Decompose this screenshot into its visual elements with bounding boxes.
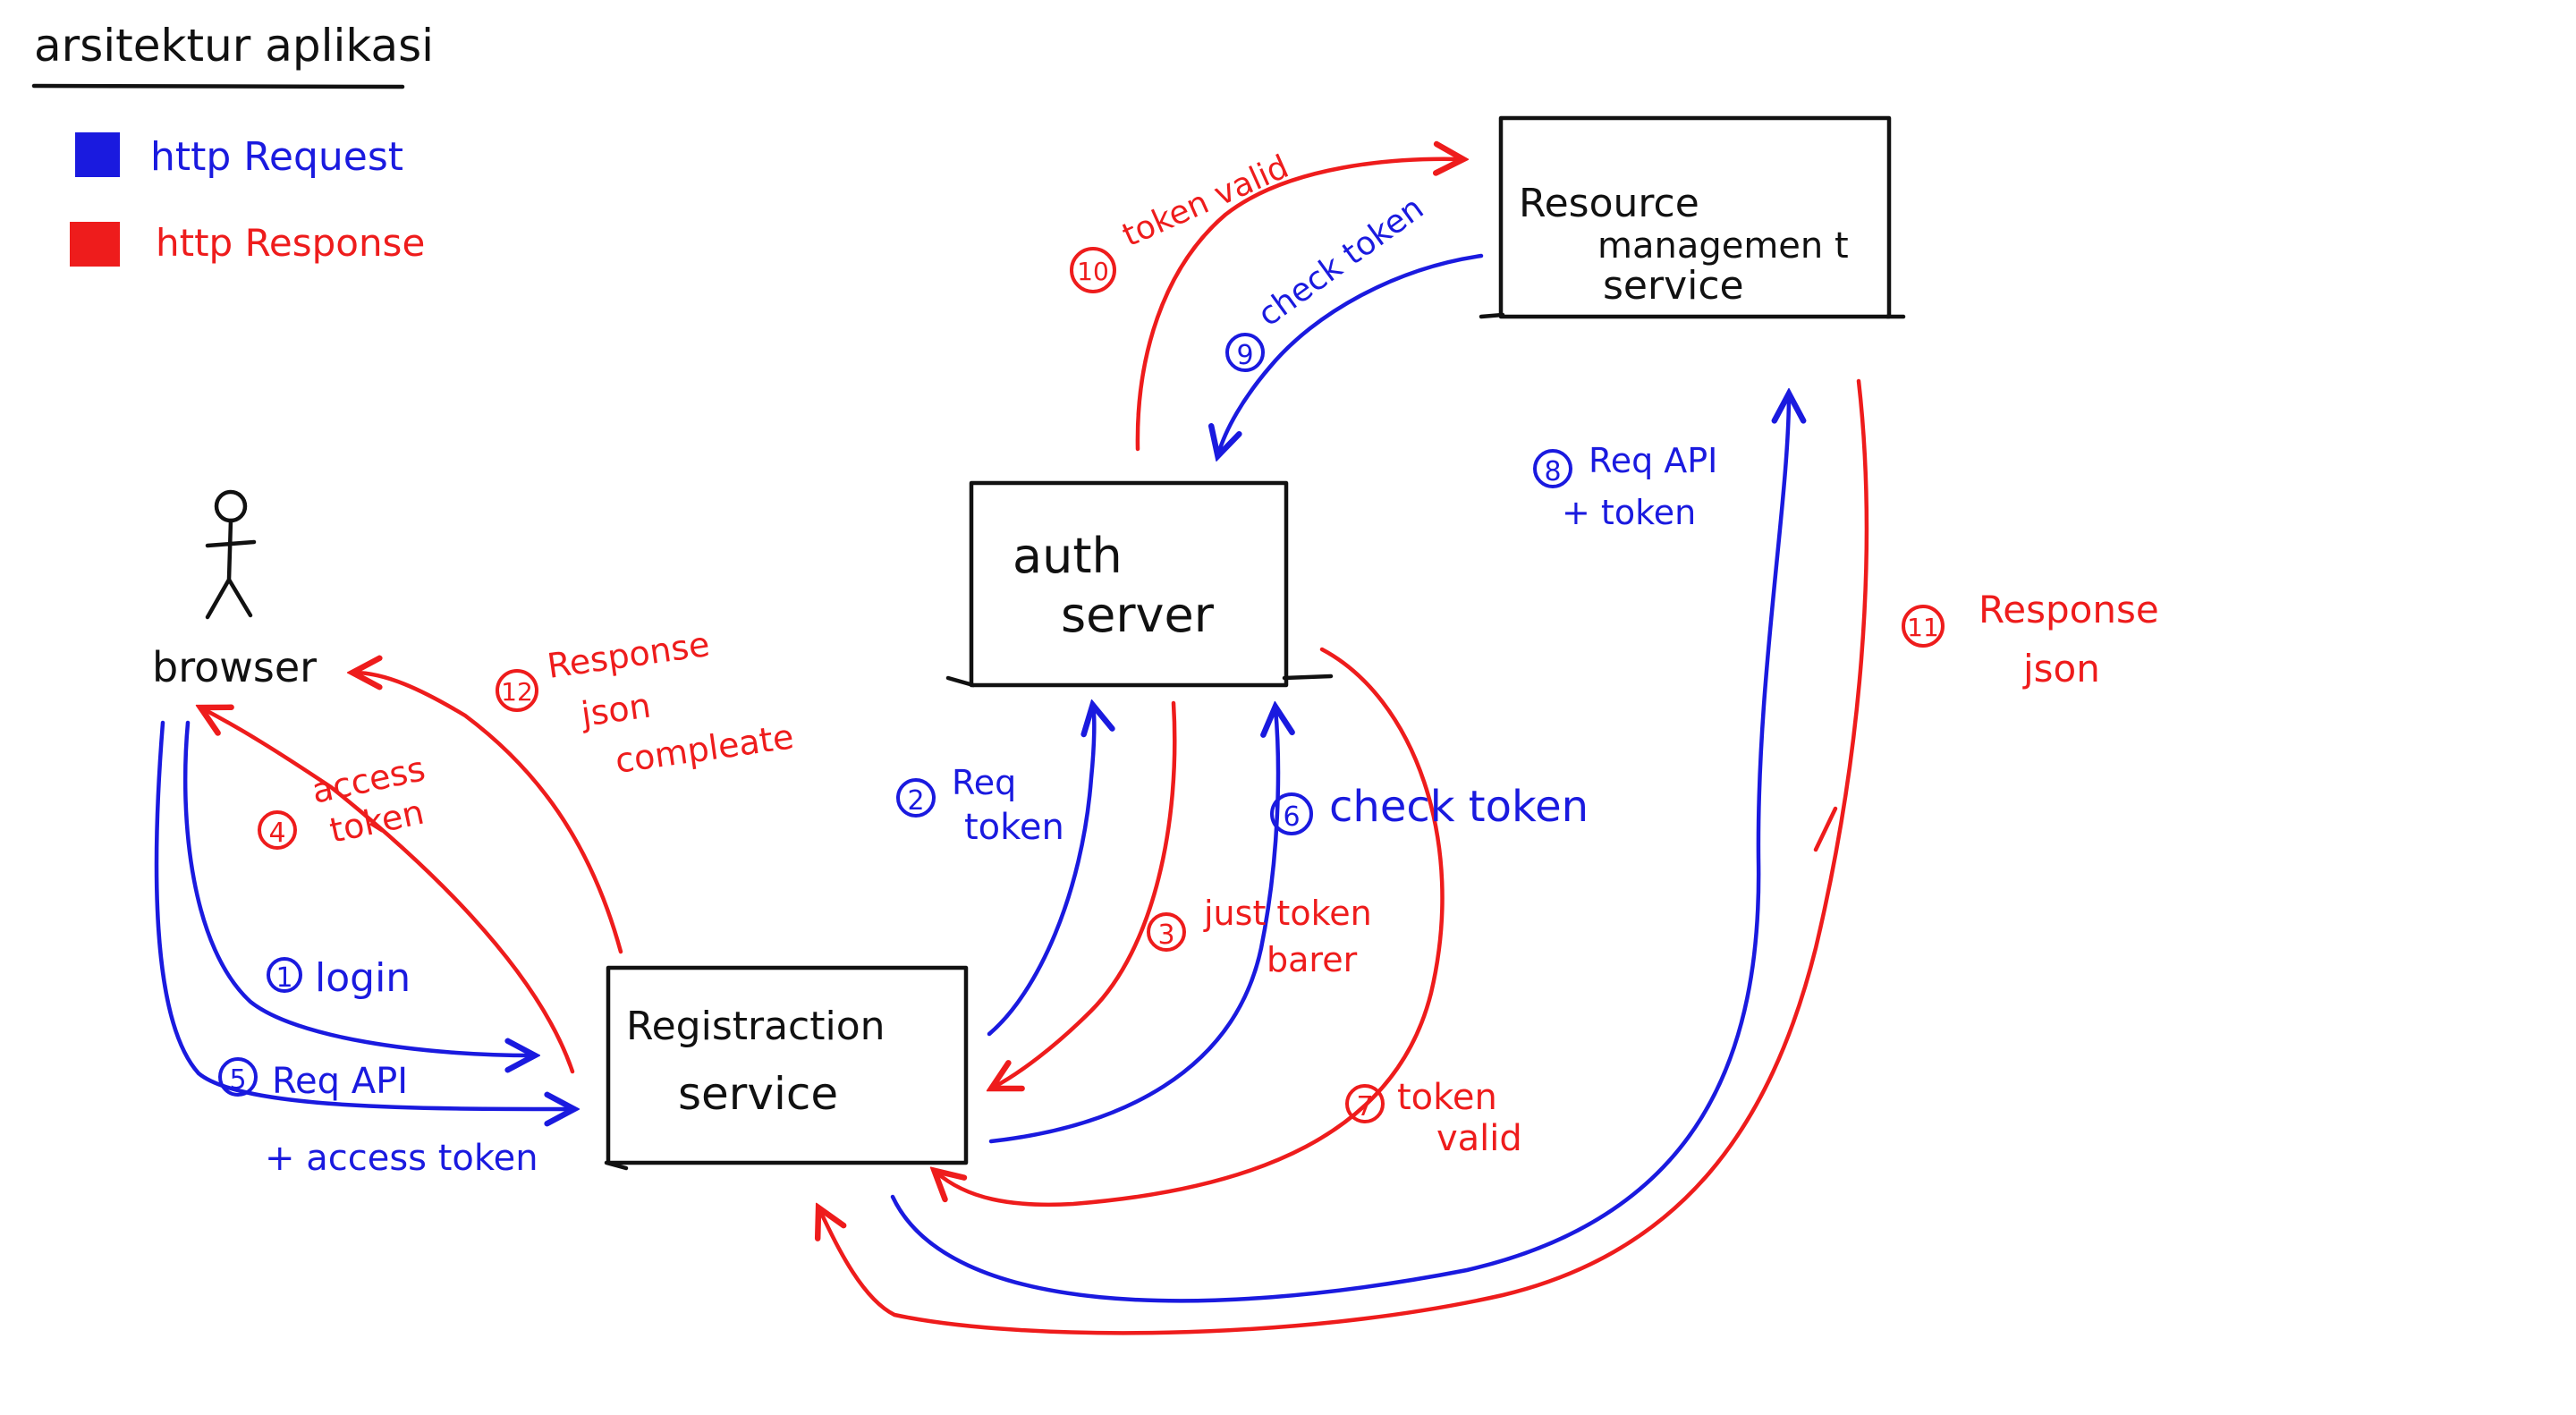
auth-server-label-2: server [1061,587,1215,643]
step-7-number: 7 [1356,1091,1373,1123]
step-9-badge [1225,333,1265,372]
step-10-badge [1070,247,1116,293]
registration-service-box [606,965,969,1165]
arrow-step-8 [890,395,1789,1303]
step-1-number: 1 [275,962,292,994]
resource-label-1: Resource [1519,181,1699,226]
step-1-badge [267,957,302,993]
arrow-step-2 [987,707,1094,1037]
step-11-number: 11 [1907,613,1939,642]
arrow-step-3 [993,700,1177,1088]
step-2-number: 2 [907,785,924,817]
step-11-badge [1902,605,1945,648]
diagram-title: arsitektur aplikasi [34,20,434,72]
step-10-label: token valid [1117,148,1294,254]
resource-label-2: managemen t [1597,225,1849,267]
step-11-label-1: Response [1979,588,2159,631]
step-8-label-2: + token [1562,493,1696,532]
resource-management-service-node: Resource managemen t service [1479,115,1906,319]
arrow-11-tick [1813,806,1838,852]
arrow-step-4 [202,708,575,1074]
step-7-label-1: token [1397,1077,1497,1118]
arrow-step-10 [1135,159,1462,452]
legend-response-label: http Response [156,221,425,265]
arrow-step-6 [988,708,1278,1144]
step-2-label-1: Req [952,763,1016,802]
legend-request-label: http Request [150,134,403,180]
step-7-label-2: valid [1436,1118,1522,1159]
arrow-step-9 [1218,253,1484,454]
step-5-number: 5 [229,1064,246,1096]
resource-management-service-box [1498,115,1892,319]
step-2-label-2: token [964,807,1064,848]
step-3-number: 3 [1157,919,1174,951]
legend-response-swatch [70,222,120,267]
resource-label-3: service [1603,263,1744,309]
step-8-badge [1533,449,1572,488]
step-9-number: 9 [1236,340,1253,371]
step-12-label-2: json [578,686,653,735]
step-3-badge [1147,912,1186,952]
step-8-label-1: Req API [1589,441,1717,480]
title-underline [31,83,405,89]
step-10-number: 10 [1077,257,1109,286]
registration-service-label-2: service [678,1068,838,1120]
step-8-number: 8 [1544,456,1561,487]
arrow-step-1 [182,720,533,1055]
actor-head [214,489,248,523]
step-12-badge [496,669,538,712]
step-7-badge [1345,1084,1385,1123]
legend: http Request http Response [70,132,425,267]
step-3-label-1: just token [1203,894,1372,933]
arrow-step-5 [154,720,572,1109]
step-12-label-3: compleate [613,716,796,781]
browser-label: browser [152,643,317,691]
step-4-number: 4 [268,818,285,849]
step-6-number: 6 [1283,801,1300,833]
actor-body [205,518,257,620]
arrow-step-7 [936,647,1445,1207]
auth-server-node: auth server [945,480,1334,688]
step-4-badge [258,810,297,850]
legend-request-swatch [75,132,120,177]
step-5-label-2: + access token [265,1138,538,1179]
arrow-step-12 [354,673,623,954]
step-12-number: 12 [501,677,533,707]
step-6-label: check token [1329,782,1589,832]
arrow-step-11 [819,378,1869,1335]
registration-service-label-1: Registraction [626,1004,886,1049]
registration-service-node: Registraction service [604,965,969,1171]
browser-actor: browser [152,489,317,691]
step-6-badge [1270,792,1313,835]
step-12-label-1: Response [545,624,712,686]
step-5-badge [218,1057,258,1097]
step-11-label-2: json [2022,647,2100,691]
auth-server-box [969,480,1289,688]
step-3-label-2: barer [1267,940,1358,979]
step-2-badge [896,778,936,818]
step-9-label: check token [1251,190,1430,334]
step-5-label-1: Req API [272,1061,408,1102]
step-1-label: login [315,955,411,1001]
auth-server-label-1: auth [1013,528,1123,584]
